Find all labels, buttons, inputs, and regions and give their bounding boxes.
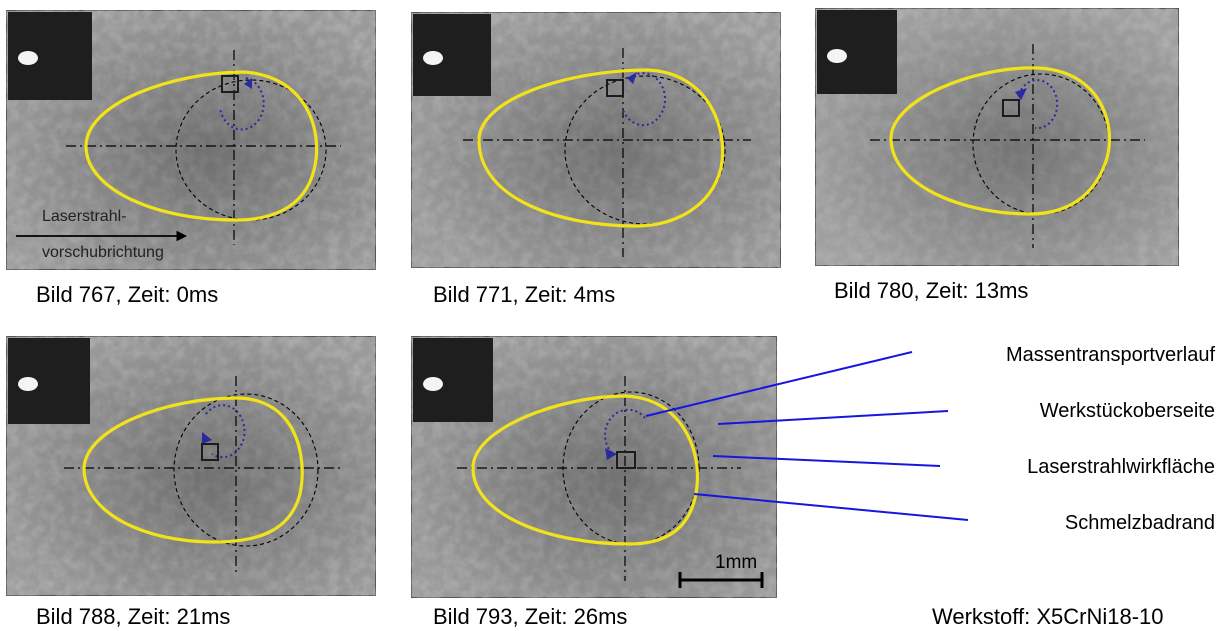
mass-transport-path — [205, 404, 246, 459]
position-marker — [201, 443, 219, 461]
leader-melt-pool-edge — [693, 493, 969, 521]
bright-spot — [827, 49, 847, 63]
legend-workpiece-surface: Werkstückoberseite — [1039, 400, 1215, 422]
position-marker — [221, 75, 239, 93]
scale-bar-label: 1mm — [715, 552, 758, 573]
mass-transport-arrowhead — [605, 448, 617, 460]
leader-laser-area — [712, 455, 941, 467]
frame-image — [6, 336, 376, 596]
position-marker — [616, 451, 636, 469]
legend-mass-transport: Massentransportverlauf — [1006, 344, 1215, 366]
leader-workpiece-surface — [717, 410, 949, 425]
melt-pool-edge — [84, 70, 319, 222]
bright-spot — [423, 377, 443, 391]
mass-transport-path — [604, 408, 646, 453]
panel-caption-793: Bild 793, Zeit: 26ms — [433, 604, 628, 629]
frame-panel-767: Laserstrahl- vorschubrichtung — [6, 10, 376, 270]
frame-panel-780 — [815, 8, 1179, 266]
frame-image — [411, 336, 777, 598]
frame-panel-771 — [411, 12, 781, 268]
bright-spot — [18, 377, 38, 391]
melt-pool-edge — [477, 68, 725, 228]
direction-label-line2: vorschubrichtung — [42, 244, 164, 261]
bright-spot — [18, 51, 38, 65]
frame-image — [411, 12, 781, 268]
material-label: Werkstoff: X5CrNi18-10 — [932, 604, 1164, 629]
panel-caption-767: Bild 767, Zeit: 0ms — [36, 282, 219, 307]
mass-transport-arrowhead — [1015, 88, 1027, 100]
melt-pool-edge — [471, 394, 700, 546]
mass-transport-path — [622, 72, 666, 127]
melt-pool-edge — [82, 396, 304, 544]
position-marker — [1002, 99, 1020, 117]
bright-spot — [423, 51, 443, 65]
mass-transport-arrowhead — [202, 432, 212, 444]
frame-panel-788 — [6, 336, 376, 596]
legend-melt-pool-edge: Schmelzbadrand — [1064, 512, 1215, 534]
frame-panel-793: 1mm — [411, 336, 777, 598]
mass-transport-arrowhead — [244, 78, 252, 89]
panel-caption-788: Bild 788, Zeit: 21ms — [36, 604, 231, 629]
panel-caption-771: Bild 771, Zeit: 4ms — [433, 282, 616, 307]
panel-caption-780: Bild 780, Zeit: 13ms — [834, 278, 1029, 303]
position-marker — [606, 79, 624, 97]
leader-mass-transport — [645, 351, 913, 417]
mass-transport-arrowhead — [627, 72, 637, 84]
laser-area-circle — [173, 393, 319, 547]
melt-pool-edge — [889, 66, 1112, 216]
laser-area-circle — [564, 75, 726, 225]
frame-image — [815, 8, 1179, 266]
frame-image — [6, 10, 376, 270]
legend-laser-area: Laserstrahlwirkfläche — [1027, 456, 1215, 478]
direction-label-line1: Laserstrahl- — [42, 208, 127, 225]
